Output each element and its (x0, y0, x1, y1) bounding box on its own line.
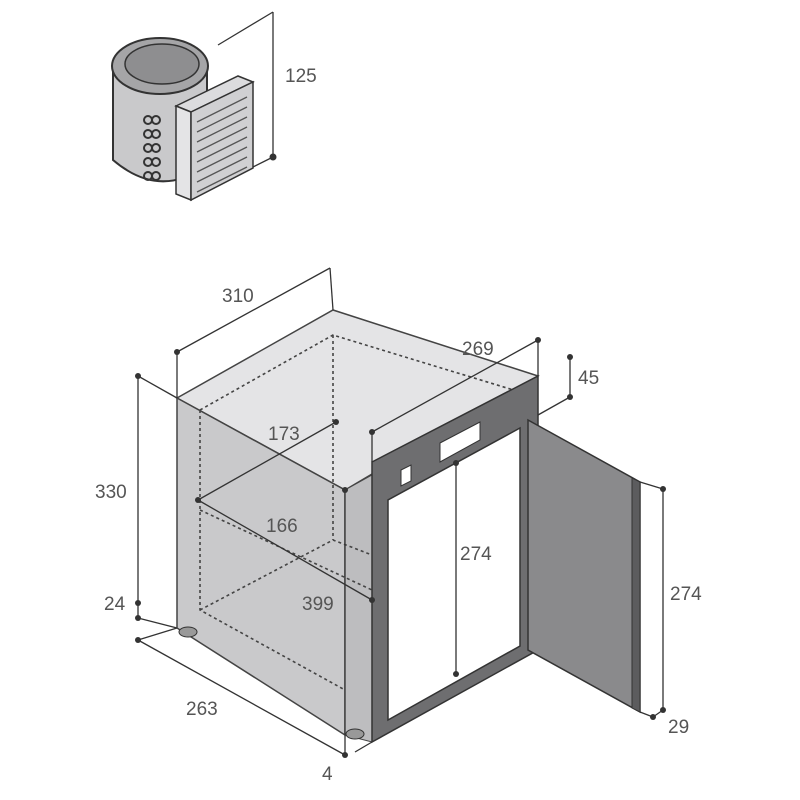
compressor-unit: 125 (111, 11, 317, 202)
grille-slats (196, 96, 248, 193)
grille-side (175, 104, 192, 202)
compressor-cylinder-cap (124, 43, 200, 85)
door-edge (631, 477, 641, 713)
cabinet-edge (344, 474, 373, 743)
foot (178, 626, 198, 638)
door-thickness-29-label: 29 (668, 717, 689, 738)
dimension-lines: 310 269 45 173 166 330 24 399 263 4 274 (95, 267, 702, 785)
cabinet (175, 309, 641, 744)
width-310-label: 310 (222, 286, 254, 307)
inner-depth-173-label: 173 (268, 424, 300, 445)
inner-width-166-label: 166 (266, 516, 298, 537)
depth-399-label: 399 (302, 594, 334, 615)
frame-width-269-label: 269 (462, 339, 494, 360)
height-330-label: 330 (95, 482, 127, 503)
interior-hidden-lines (199, 334, 521, 691)
frame-offset-4-label: 4 (322, 764, 333, 785)
coil-icon (143, 115, 161, 181)
feet-24-label: 24 (104, 594, 126, 615)
foot (345, 728, 365, 740)
switch-cutout (400, 464, 412, 487)
base-depth-263-label: 263 (186, 699, 218, 720)
door-panel (527, 418, 641, 714)
frame-top-45-label: 45 (578, 368, 599, 389)
inner-height-274-label: 274 (460, 544, 492, 565)
compressor-height-label: 125 (285, 66, 317, 87)
display-cutout (439, 421, 481, 463)
door-height-274-label: 274 (670, 584, 702, 605)
